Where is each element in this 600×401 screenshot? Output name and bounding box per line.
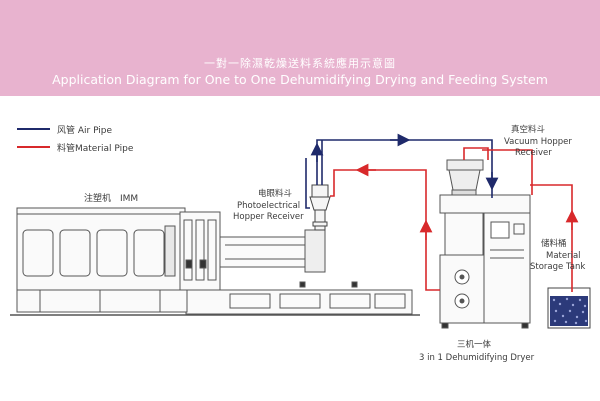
vacuum-hopper-label-en2: Receiver [515,148,552,158]
injection-molding-machine [10,207,420,316]
storage-tank-label-en2: Storage Tank [530,262,585,272]
storage-tank-label-cn: 储料桶 [541,238,567,249]
air-pipe-route [305,133,499,209]
dryer-label-en: 3 in 1 Dehumidifying Dryer [419,353,535,363]
photo-hopper-label-cn: 电眼料斗 [258,188,293,199]
imm-label: 注塑机 IMM [84,192,138,204]
photoelectrical-hopper-receiver [309,184,331,231]
vacuum-hopper-label-cn: 真空料斗 [511,124,546,135]
photo-hopper-label-en1: Photoelectrical [237,201,300,211]
title-english: Application Diagram for One to One Dehum… [52,72,548,87]
legend: 风管 Air Pipe 料管Material Pipe [17,124,134,154]
title-chinese: 一對一除濕乾燥送料系統應用示意圖 [204,57,396,70]
vacuum-hopper-label-en1: Vacuum Hopper [504,137,572,147]
title-banner: 一對一除濕乾燥送料系統應用示意圖 Application Diagram for… [0,0,600,96]
storage-tank-label-en1: Material [546,251,581,261]
legend-material-pipe-label: 料管Material Pipe [57,142,134,154]
legend-air-pipe-label: 风管 Air Pipe [57,124,113,136]
material-pipe-route [330,147,579,292]
dryer-label-cn: 三机一体 [457,339,492,350]
dehumidifying-dryer [439,159,531,329]
photo-hopper-label-en2: Hopper Receiver [233,212,304,222]
material-storage-tank [547,287,591,329]
